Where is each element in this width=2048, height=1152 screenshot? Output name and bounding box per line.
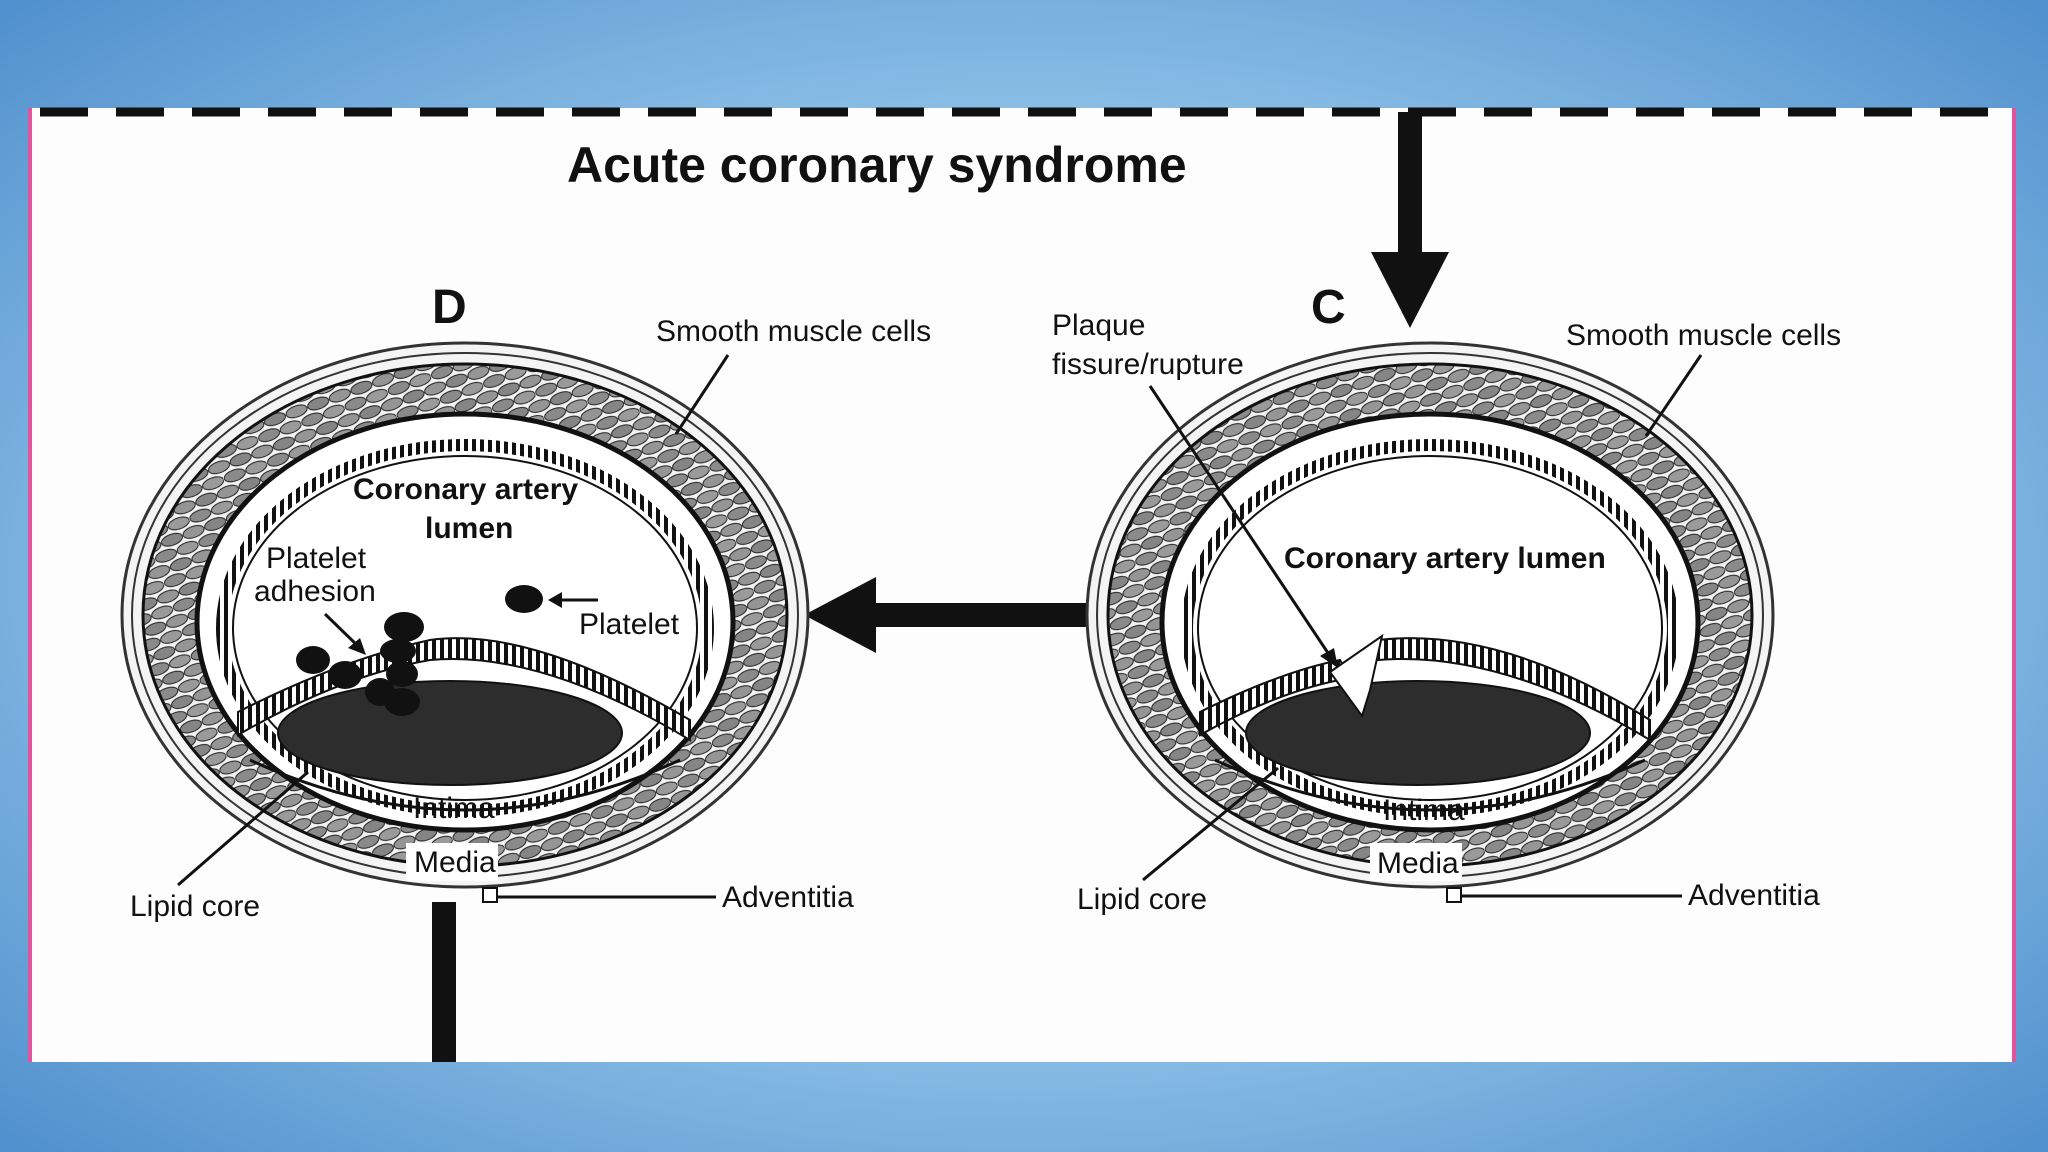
page-title: Acute coronary syndrome xyxy=(567,137,1187,193)
d-smooth-muscle-label: Smooth muscle cells xyxy=(656,315,931,348)
d-platelet-adhesion-label-1: Platelet xyxy=(266,542,367,575)
c-smooth-muscle-label: Smooth muscle cells xyxy=(1566,319,1841,352)
d-lipid-core-label: Lipid core xyxy=(130,890,260,923)
c-adventitia-label: Adventitia xyxy=(1688,879,1820,912)
adhered-platelets xyxy=(296,612,424,716)
panel-c-letter: C xyxy=(1311,281,1346,334)
d-platelet-pointer xyxy=(548,592,598,608)
d-intima-label: Intima xyxy=(413,792,495,825)
c-plaque-label-2: fissure/rupture xyxy=(1052,348,1244,381)
d-platelet-adhesion-label-2: adhesion xyxy=(254,575,376,608)
c-plaque-pointer xyxy=(1148,385,1338,668)
d-adventitia-label: Adventitia xyxy=(722,881,854,914)
c-plaque-label-1: Plaque xyxy=(1052,309,1145,342)
artery-c xyxy=(1085,341,1775,903)
d-lipid-core-pointer xyxy=(177,770,309,887)
panel-d-letter: D xyxy=(432,281,467,334)
c-media-label: Media xyxy=(1377,847,1459,880)
plaque-rupture xyxy=(1328,633,1384,719)
c-lumen-label: Coronary artery lumen xyxy=(1284,542,1606,575)
c-lipid-core-label: Lipid core xyxy=(1077,883,1207,916)
c-lipid-core-pointer xyxy=(1142,766,1279,882)
arrow-down-to-c xyxy=(1371,112,1449,328)
c-smooth-muscle-pointer xyxy=(1644,354,1703,437)
d-smooth-muscle-pointer xyxy=(674,354,730,435)
free-platelet xyxy=(505,585,543,613)
c-intima-label: Intima xyxy=(1383,794,1465,827)
d-media-label: Media xyxy=(414,846,496,879)
arrow-c-to-d xyxy=(804,577,1088,653)
lipid-core-c xyxy=(1245,680,1591,786)
d-lumen-label-2: lumen xyxy=(425,512,513,545)
d-platelet-label: Platelet xyxy=(579,608,680,641)
artery-d xyxy=(120,341,810,903)
lipid-core-d xyxy=(277,680,623,786)
vertical-connector xyxy=(432,902,456,1062)
d-platelet-adhesion-pointer xyxy=(323,612,366,655)
d-lumen-label-1: Coronary artery xyxy=(353,473,578,506)
